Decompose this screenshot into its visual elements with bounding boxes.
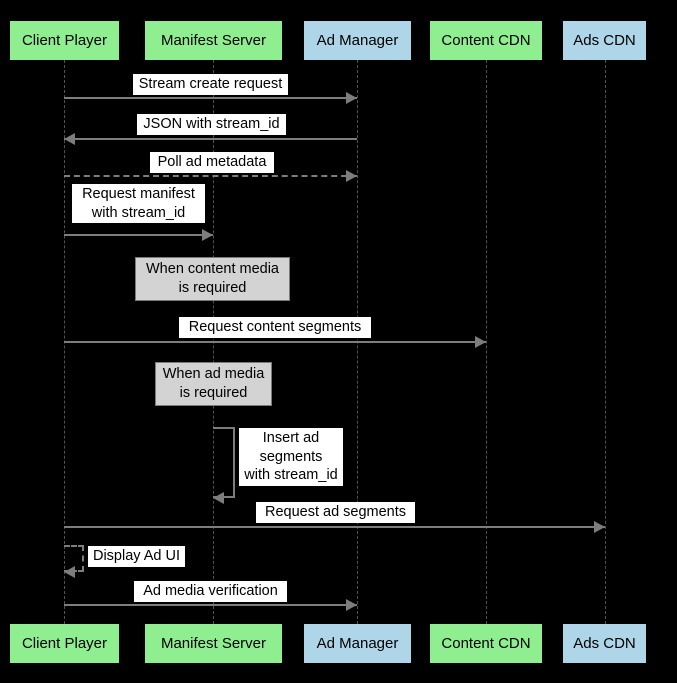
message-line-stream-create-request	[64, 97, 357, 99]
note-when-content-media-is-required: When content media is required	[135, 257, 290, 301]
arrowhead-stream-create-request	[346, 92, 357, 104]
arrowhead-insert-ad-segments	[213, 492, 224, 504]
message-label-request-content-segments: Request content segments	[179, 317, 371, 338]
participant-ad-manager-header[interactable]: Ad Manager	[304, 21, 411, 60]
lifeline-content-cdn	[486, 60, 487, 624]
message-label-request-manifest-with-stream-id: Request manifest with stream_id	[72, 184, 205, 224]
arrowhead-request-ad-segments	[594, 521, 605, 533]
message-line-request-ad-segments	[64, 526, 605, 528]
note-when-ad-media-is-required: When ad media is required	[155, 362, 272, 406]
message-line-request-content-segments	[64, 341, 486, 343]
lifeline-ads-cdn	[605, 60, 606, 624]
arrowhead-request-manifest-with-stream-id	[202, 229, 213, 241]
participant-manifest-server-header[interactable]: Manifest Server	[145, 21, 282, 60]
arrowhead-ad-media-verification	[346, 599, 357, 611]
participant-content-cdn-footer[interactable]: Content CDN	[430, 624, 542, 663]
participant-ads-cdn-header[interactable]: Ads CDN	[563, 21, 646, 60]
message-label-poll-ad-metadata: Poll ad metadata	[150, 152, 274, 173]
arrowhead-poll-ad-metadata	[346, 170, 357, 182]
message-label-json-with-stream-id: JSON with stream_id	[137, 114, 286, 135]
participant-client-player-header[interactable]: Client Player	[10, 21, 119, 60]
participant-ads-cdn-footer[interactable]: Ads CDN	[563, 624, 646, 663]
message-line-ad-media-verification	[64, 604, 357, 606]
self-message-label-display-ad-ui: Display Ad UI	[88, 546, 185, 567]
arrowhead-json-with-stream-id	[64, 133, 75, 145]
participant-ad-manager-footer[interactable]: Ad Manager	[304, 624, 411, 663]
message-line-json-with-stream-id	[64, 138, 357, 140]
message-label-ad-media-verification: Ad media verification	[134, 581, 287, 602]
self-message-loop-insert-ad-segments	[213, 427, 235, 498]
message-line-request-manifest-with-stream-id	[64, 234, 213, 236]
self-message-label-insert-ad-segments: Insert ad segments with stream_id	[239, 428, 343, 486]
participant-content-cdn-header[interactable]: Content CDN	[430, 21, 542, 60]
participant-client-player-footer[interactable]: Client Player	[10, 624, 119, 663]
message-line-poll-ad-metadata	[64, 175, 357, 177]
participant-manifest-server-footer[interactable]: Manifest Server	[145, 624, 282, 663]
message-label-request-ad-segments: Request ad segments	[256, 502, 415, 523]
message-label-stream-create-request: Stream create request	[133, 74, 288, 95]
arrowhead-request-content-segments	[475, 336, 486, 348]
arrowhead-display-ad-ui	[64, 566, 75, 578]
